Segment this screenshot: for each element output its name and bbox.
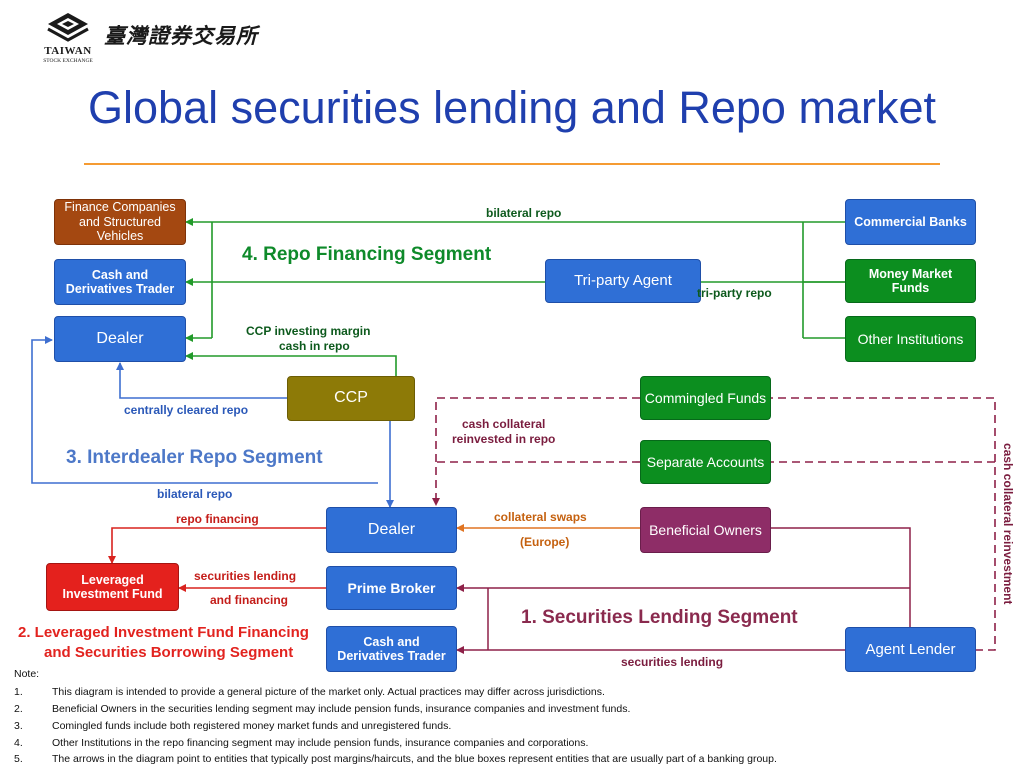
note-number: 3. <box>14 720 23 732</box>
leveraged-connectors <box>108 527 326 592</box>
node-dealer-top[interactable]: Dealer <box>54 316 186 362</box>
note-text: This diagram is intended to provide a ge… <box>52 686 605 698</box>
edge-owners-to-agent <box>771 527 911 627</box>
logo-mark-icon <box>47 13 89 42</box>
notes-heading: Note: <box>14 668 40 680</box>
edge-reinvest-commingled <box>432 397 640 506</box>
node-cash-derivatives-trader-top[interactable]: Cash and Derivatives Trader <box>54 259 186 305</box>
node-leveraged-investment-fund[interactable]: Leveraged Investment Fund <box>46 563 179 611</box>
edge-ccp-to-dealer <box>185 352 397 376</box>
securities-lending-connectors <box>456 527 911 654</box>
label-centrally-cleared: centrally cleared repo <box>124 403 249 417</box>
page-title: Global securities lending and Repo marke… <box>88 82 936 133</box>
label-repo-financing: repo financing <box>176 512 259 526</box>
org-logo: TAIWAN STOCK EXCHANGE <box>36 12 100 66</box>
node-agent-lender[interactable]: Agent Lender <box>845 627 976 672</box>
label-collateral-swaps: collateral swaps <box>494 510 587 524</box>
node-tri-party-agent[interactable]: Tri-party Agent <box>545 259 701 303</box>
node-dealer-mid[interactable]: Dealer <box>326 507 457 553</box>
label-bilateral-repo-top: bilateral repo <box>486 206 562 220</box>
repo-financing-connectors <box>185 218 845 376</box>
note-text: Comingled funds include both registered … <box>52 720 452 732</box>
label-bilateral-repo-mid: bilateral repo <box>157 487 233 501</box>
note-text: Other Institutions in the repo financing… <box>52 737 589 749</box>
label-cash-collateral-2: reinvested in repo <box>452 432 556 446</box>
segment-leveraged-1: 2. Leveraged Investment Fund Financing <box>18 624 309 641</box>
label-tri-party-repo: tri-party repo <box>697 286 772 300</box>
label-securities-lending-bottom: securities lending <box>621 655 724 669</box>
title-rule <box>84 163 940 165</box>
note-number: 1. <box>14 686 23 698</box>
note-number: 5. <box>14 753 23 765</box>
label-cash-collateral-reinvestment: cash collateral reinvestment <box>1001 443 1015 605</box>
node-prime-broker[interactable]: Prime Broker <box>326 566 457 610</box>
note-number: 2. <box>14 703 23 715</box>
org-name-en: TAIWAN <box>44 45 92 57</box>
edge-reinvest-outer <box>771 397 996 651</box>
node-money-market-funds[interactable]: Money Market Funds <box>845 259 976 303</box>
node-separate-accounts[interactable]: Separate Accounts <box>640 440 771 484</box>
note-text: The arrows in the diagram point to entit… <box>52 753 777 765</box>
label-securities-lending-1: securities lending <box>194 569 297 583</box>
interdealer-connectors <box>31 336 394 508</box>
reinvestment-connectors <box>432 397 996 651</box>
org-name-cn: 臺灣證券交易所 <box>104 23 258 48</box>
note-number: 4. <box>14 737 23 749</box>
note-text: Beneficial Owners in the securities lend… <box>52 703 631 715</box>
edge-bilateral-interdealer <box>31 336 378 484</box>
node-commercial-banks[interactable]: Commercial Banks <box>845 199 976 245</box>
node-beneficial-owners[interactable]: Beneficial Owners <box>640 507 771 553</box>
segment-securities-lending: 1. Securities Lending Segment <box>521 607 798 628</box>
label-europe: (Europe) <box>520 535 570 549</box>
org-name-sub: STOCK EXCHANGE <box>43 58 93 64</box>
edge-dealer-to-fund <box>108 527 326 564</box>
segment-repo-financing: 4. Repo Financing Segment <box>242 244 492 265</box>
label-ccp-investing-2: cash in repo <box>279 339 350 353</box>
node-ccp[interactable]: CCP <box>287 376 415 421</box>
segment-leveraged-2: and Securities Borrowing Segment <box>44 644 294 661</box>
node-finance-companies[interactable]: Finance Companies and Structured Vehicle… <box>54 199 186 245</box>
label-securities-lending-2: and financing <box>210 593 288 607</box>
segment-interdealer: 3. Interdealer Repo Segment <box>66 447 323 468</box>
edge-ccp-to-dealer-top <box>116 362 287 399</box>
node-cash-derivatives-trader-bottom[interactable]: Cash and Derivatives Trader <box>326 626 457 672</box>
node-other-institutions[interactable]: Other Institutions <box>845 316 976 362</box>
label-ccp-investing-1: CCP investing margin <box>246 324 371 338</box>
label-cash-collateral-1: cash collateral <box>462 417 546 431</box>
node-commingled-funds[interactable]: Commingled Funds <box>640 376 771 420</box>
